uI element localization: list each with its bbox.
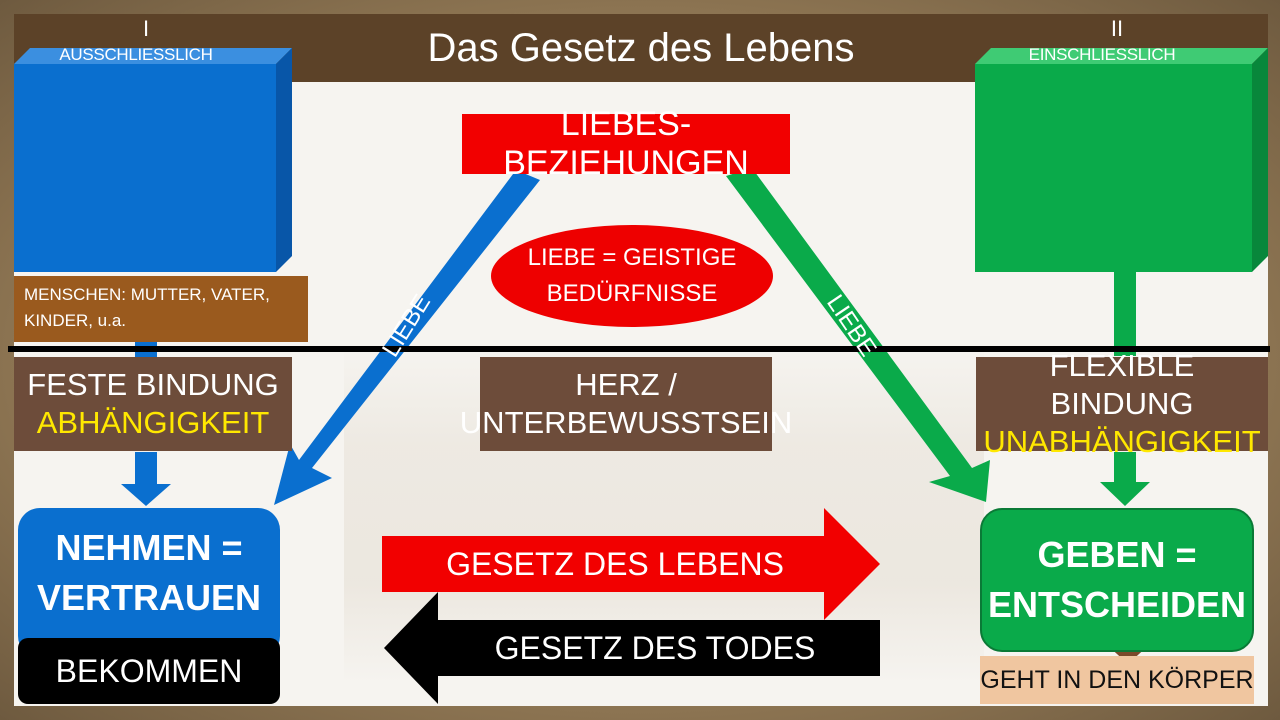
left-stem-lower	[135, 452, 157, 484]
left-cube-side	[276, 48, 292, 272]
slide-title: Das Gesetz des Lebens	[427, 26, 855, 70]
herz-box: HERZ / UNTERBEWUSSTSEIN	[460, 357, 792, 451]
liebe-arrow-left	[274, 170, 540, 505]
right-down-arrowhead	[1100, 482, 1150, 506]
left-cube-top	[14, 48, 292, 64]
herz-line-2: UNTERBEWUSSTSEIN	[459, 405, 793, 440]
geht-in-den-koerper-box: GEHT IN DEN KÖRPER	[980, 656, 1254, 704]
people-box: MENSCHEN: MUTTER, VATER, KINDER, u.a.	[14, 276, 308, 342]
left-down-arrowhead	[121, 484, 171, 506]
left-cube-front	[14, 64, 276, 272]
nehmen-line-2: VERTRAUEN	[36, 577, 261, 618]
right-cube-front	[975, 64, 1252, 272]
geben-line-1: GEBEN =	[1037, 534, 1197, 575]
geben-line-2: ENTSCHEIDEN	[987, 584, 1247, 625]
right-stem	[1114, 272, 1136, 356]
divider-line	[8, 346, 1270, 352]
liebe-ellipse	[491, 225, 773, 327]
right-roman-numeral: II	[1110, 16, 1124, 41]
liebes-beziehungen-box: LIEBES-BEZIEHUNGEN	[462, 105, 790, 182]
bekommen-box: BEKOMMEN	[18, 638, 280, 704]
right-label: EINSCHLIESSLICH	[1028, 45, 1176, 64]
gesetz-des-todes-label: GESETZ DES TODES	[494, 629, 816, 666]
ellipse-text: LIEBE = GEISTIGE BEDÜRFNISSE	[492, 236, 772, 316]
nehmen-box: NEHMEN = VERTRAUEN	[18, 508, 280, 658]
flexible-bindung-box: FLEXIBLE BINDUNG UNABHÄNGIGKEIT	[976, 348, 1268, 459]
left-label: AUSSCHLIESSLICH	[59, 45, 213, 64]
feste-bindung-box: FESTE BINDUNG ABHÄNGIGKEIT	[14, 357, 292, 451]
liebe-arrow-right	[726, 168, 990, 502]
geben-box: GEBEN = ENTSCHEIDEN	[980, 508, 1254, 652]
feste-bindung-line: FESTE BINDUNG	[27, 367, 279, 402]
gesetz-des-lebens-label: GESETZ DES LEBENS	[446, 545, 784, 582]
right-cube-side	[1252, 48, 1268, 272]
right-stem-lower	[1114, 452, 1136, 482]
left-roman-numeral: I	[142, 16, 150, 41]
herz-line-1: HERZ /	[575, 367, 677, 402]
nehmen-line-1: NEHMEN =	[55, 527, 243, 568]
abhaengigkeit-label: ABHÄNGIGKEIT	[36, 405, 270, 440]
arrow-gesetz-des-lebens	[382, 508, 880, 620]
ellipse-line-2: BEDÜRFNISSE	[546, 280, 718, 307]
arrow-gesetz-des-todes	[384, 592, 880, 704]
flexible-bindung-line: FLEXIBLE BINDUNG	[1049, 348, 1195, 421]
unabhaengigkeit-label: UNABHÄNGIGKEIT	[983, 424, 1261, 459]
ellipse-line-1: LIEBE = GEISTIGE	[527, 244, 737, 271]
right-cube-top	[975, 48, 1268, 64]
